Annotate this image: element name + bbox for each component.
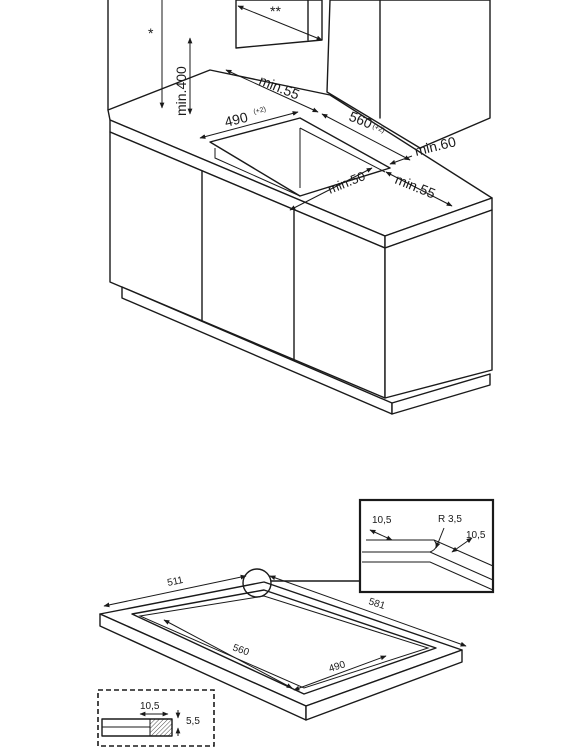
label-560-tolerance-top: (+2) [371,123,385,134]
label-581: 581 [367,596,387,612]
label-490-top: 490 [223,109,250,130]
label-corner-10-5-left: 10,5 [372,515,392,526]
label-star: * [148,25,154,41]
label-corner-radius: R 3,5 [438,514,462,525]
corner-detail: 10,5 R 3,5 10,5 [358,498,495,594]
right-wall-cabinet [326,0,491,149]
label-490-tolerance-top: (+2) [253,106,267,116]
label-min400: min.400 [173,66,189,116]
bottom-hob-figure: 511 581 560 490 [99,568,467,721]
section-detail: 10,5 5,5 [97,689,215,747]
label-corner-10-5-right: 10,5 [466,530,486,541]
label-511: 511 [166,575,184,589]
top-kitchen-figure: * min.400 ** min.55 490 (+2) 560 (+2) mi… [107,0,493,415]
label-section-10-5: 10,5 [140,701,160,712]
label-490-bottom: 490 [328,659,348,675]
label-section-5-5: 5,5 [186,716,200,727]
label-double-star: ** [270,3,281,19]
corner-detail-box [358,498,495,594]
